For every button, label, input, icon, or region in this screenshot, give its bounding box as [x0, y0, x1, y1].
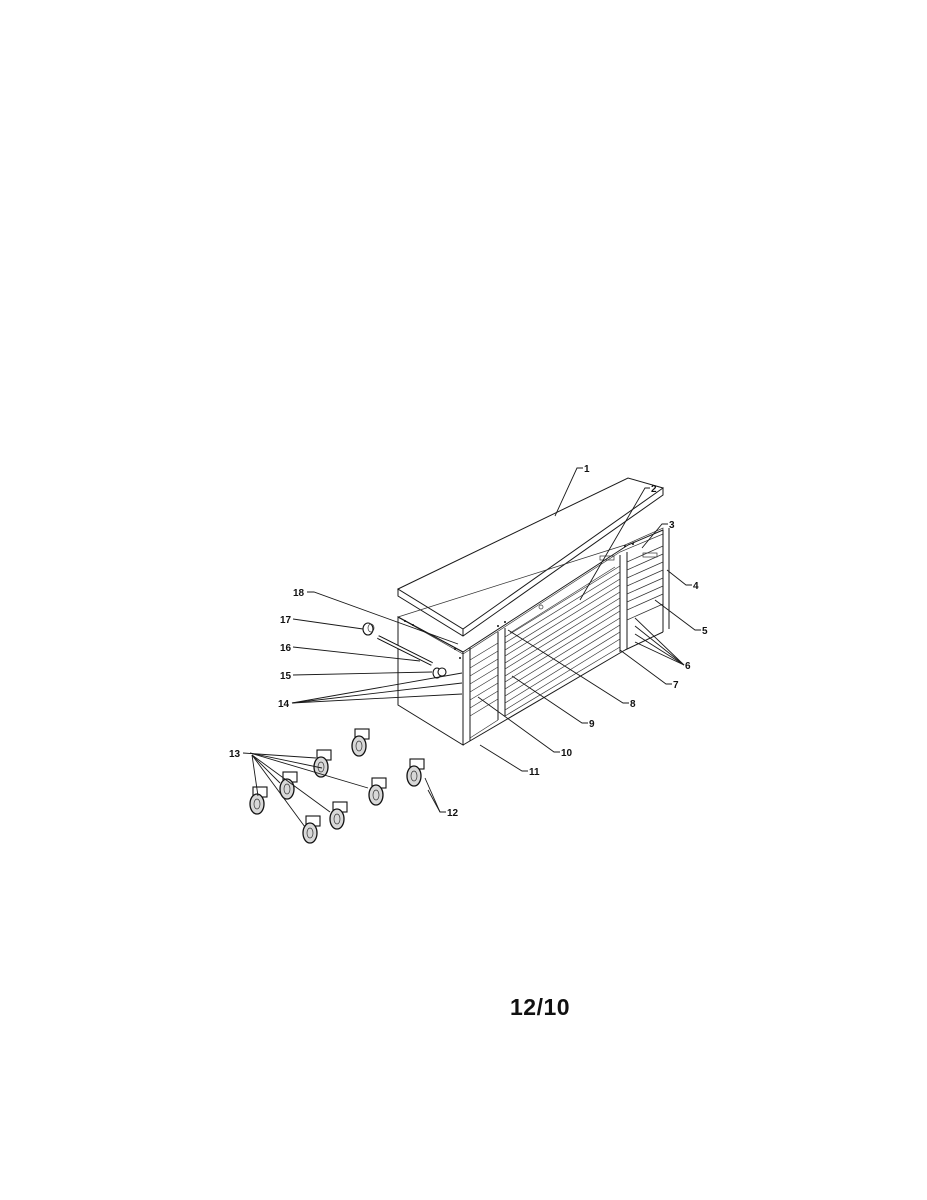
callout-5: 5 [702, 626, 708, 637]
callout-17: 17 [280, 615, 292, 626]
caster [351, 728, 370, 757]
diagram-date-code: 12/10 [510, 994, 571, 1020]
callout-16: 16 [280, 643, 292, 654]
callout-11: 11 [529, 767, 540, 778]
loose-parts [362, 622, 447, 679]
callout-3: 3 [669, 520, 675, 531]
callout-13: 13 [229, 749, 241, 760]
callout-7: 7 [673, 680, 679, 691]
callout-labels: 1 2 3 4 5 6 7 8 9 10 11 12 13 14 15 16 1… [229, 464, 708, 819]
caster [279, 771, 298, 800]
callout-10: 10 [561, 748, 573, 759]
callout-15: 15 [280, 671, 292, 682]
part-17-cap [362, 622, 375, 636]
callout-8: 8 [630, 699, 636, 710]
part-16-rod [377, 635, 433, 666]
caster [406, 758, 425, 787]
leader-lines [242, 467, 701, 828]
callout-4: 4 [693, 581, 699, 592]
callout-6: 6 [685, 661, 691, 672]
callout-12: 12 [447, 808, 459, 819]
callout-2: 2 [651, 484, 657, 495]
callout-14: 14 [278, 699, 290, 710]
work-surface-top [396, 477, 665, 637]
callout-18: 18 [293, 588, 305, 599]
caster [249, 786, 268, 815]
caster [302, 815, 321, 844]
caster [368, 777, 387, 806]
caster-set [249, 728, 425, 844]
callout-9: 9 [589, 719, 595, 730]
caster [313, 749, 332, 778]
caster [329, 801, 348, 830]
callout-1: 1 [584, 464, 590, 475]
cabinet-body [397, 527, 670, 746]
part-15-handle-knob [432, 667, 447, 679]
